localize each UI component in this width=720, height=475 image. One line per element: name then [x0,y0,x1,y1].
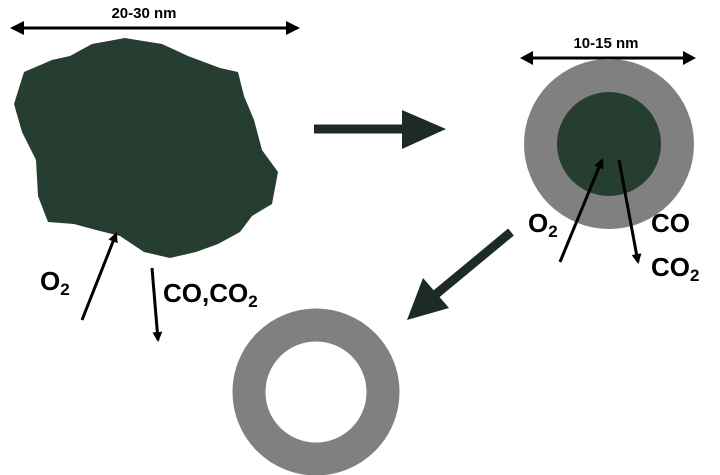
co-label-small: CO [651,208,690,238]
o2-inflow-arrow-large [80,232,118,321]
co-outflow-arrow-large [150,267,163,342]
co2-label-small: CO2 [651,252,699,285]
large-particle [14,38,278,258]
o2-label-small: O2 [528,208,558,241]
process-arrow-down-left [407,228,514,320]
co-co2-label-large: CO,CO2 [163,278,258,311]
size-dimension-small: 10-15 nm [520,35,696,65]
metal-core [557,92,661,196]
hollow-shell [232,308,400,475]
size-label-large: 20-30 nm [111,5,176,22]
co-outflow-arrow-small [617,159,642,264]
o2-inflow-arrow-small [558,158,604,263]
size-label-small: 10-15 nm [573,35,638,52]
size-dimension-large: 20-30 nm [10,5,300,35]
o2-label-large: O2 [40,266,70,299]
process-arrow-right [314,110,446,149]
